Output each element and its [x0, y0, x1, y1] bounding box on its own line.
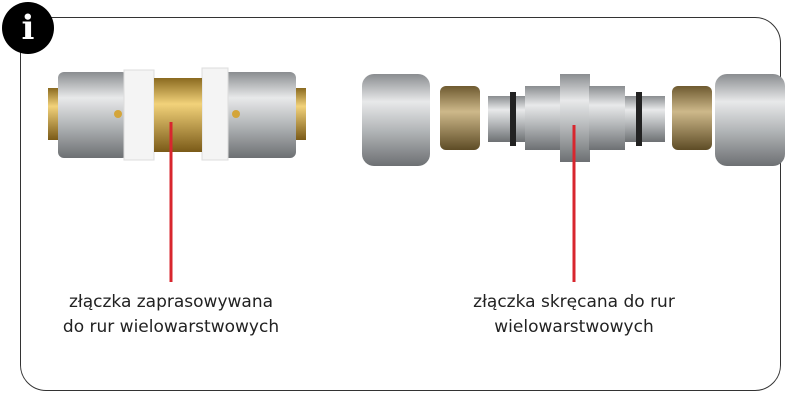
left-caption-line1: złączka zaprasowywana — [68, 292, 274, 312]
press-fitting — [48, 67, 306, 161]
compression-fitting — [362, 74, 785, 166]
left-caption: złączka zaprasowywana do rur wielowarstw… — [51, 290, 291, 340]
info-icon: i — [2, 2, 54, 54]
info-frame — [20, 17, 781, 391]
right-caption-line2: wielowarstwowych — [494, 317, 654, 337]
right-caption-line1: złączka skręcana do rur — [473, 292, 675, 312]
right-caption: złączka skręcana do rur wielowarstwowych — [454, 290, 694, 340]
left-caption-line2: do rur wielowarstwowych — [62, 317, 280, 337]
